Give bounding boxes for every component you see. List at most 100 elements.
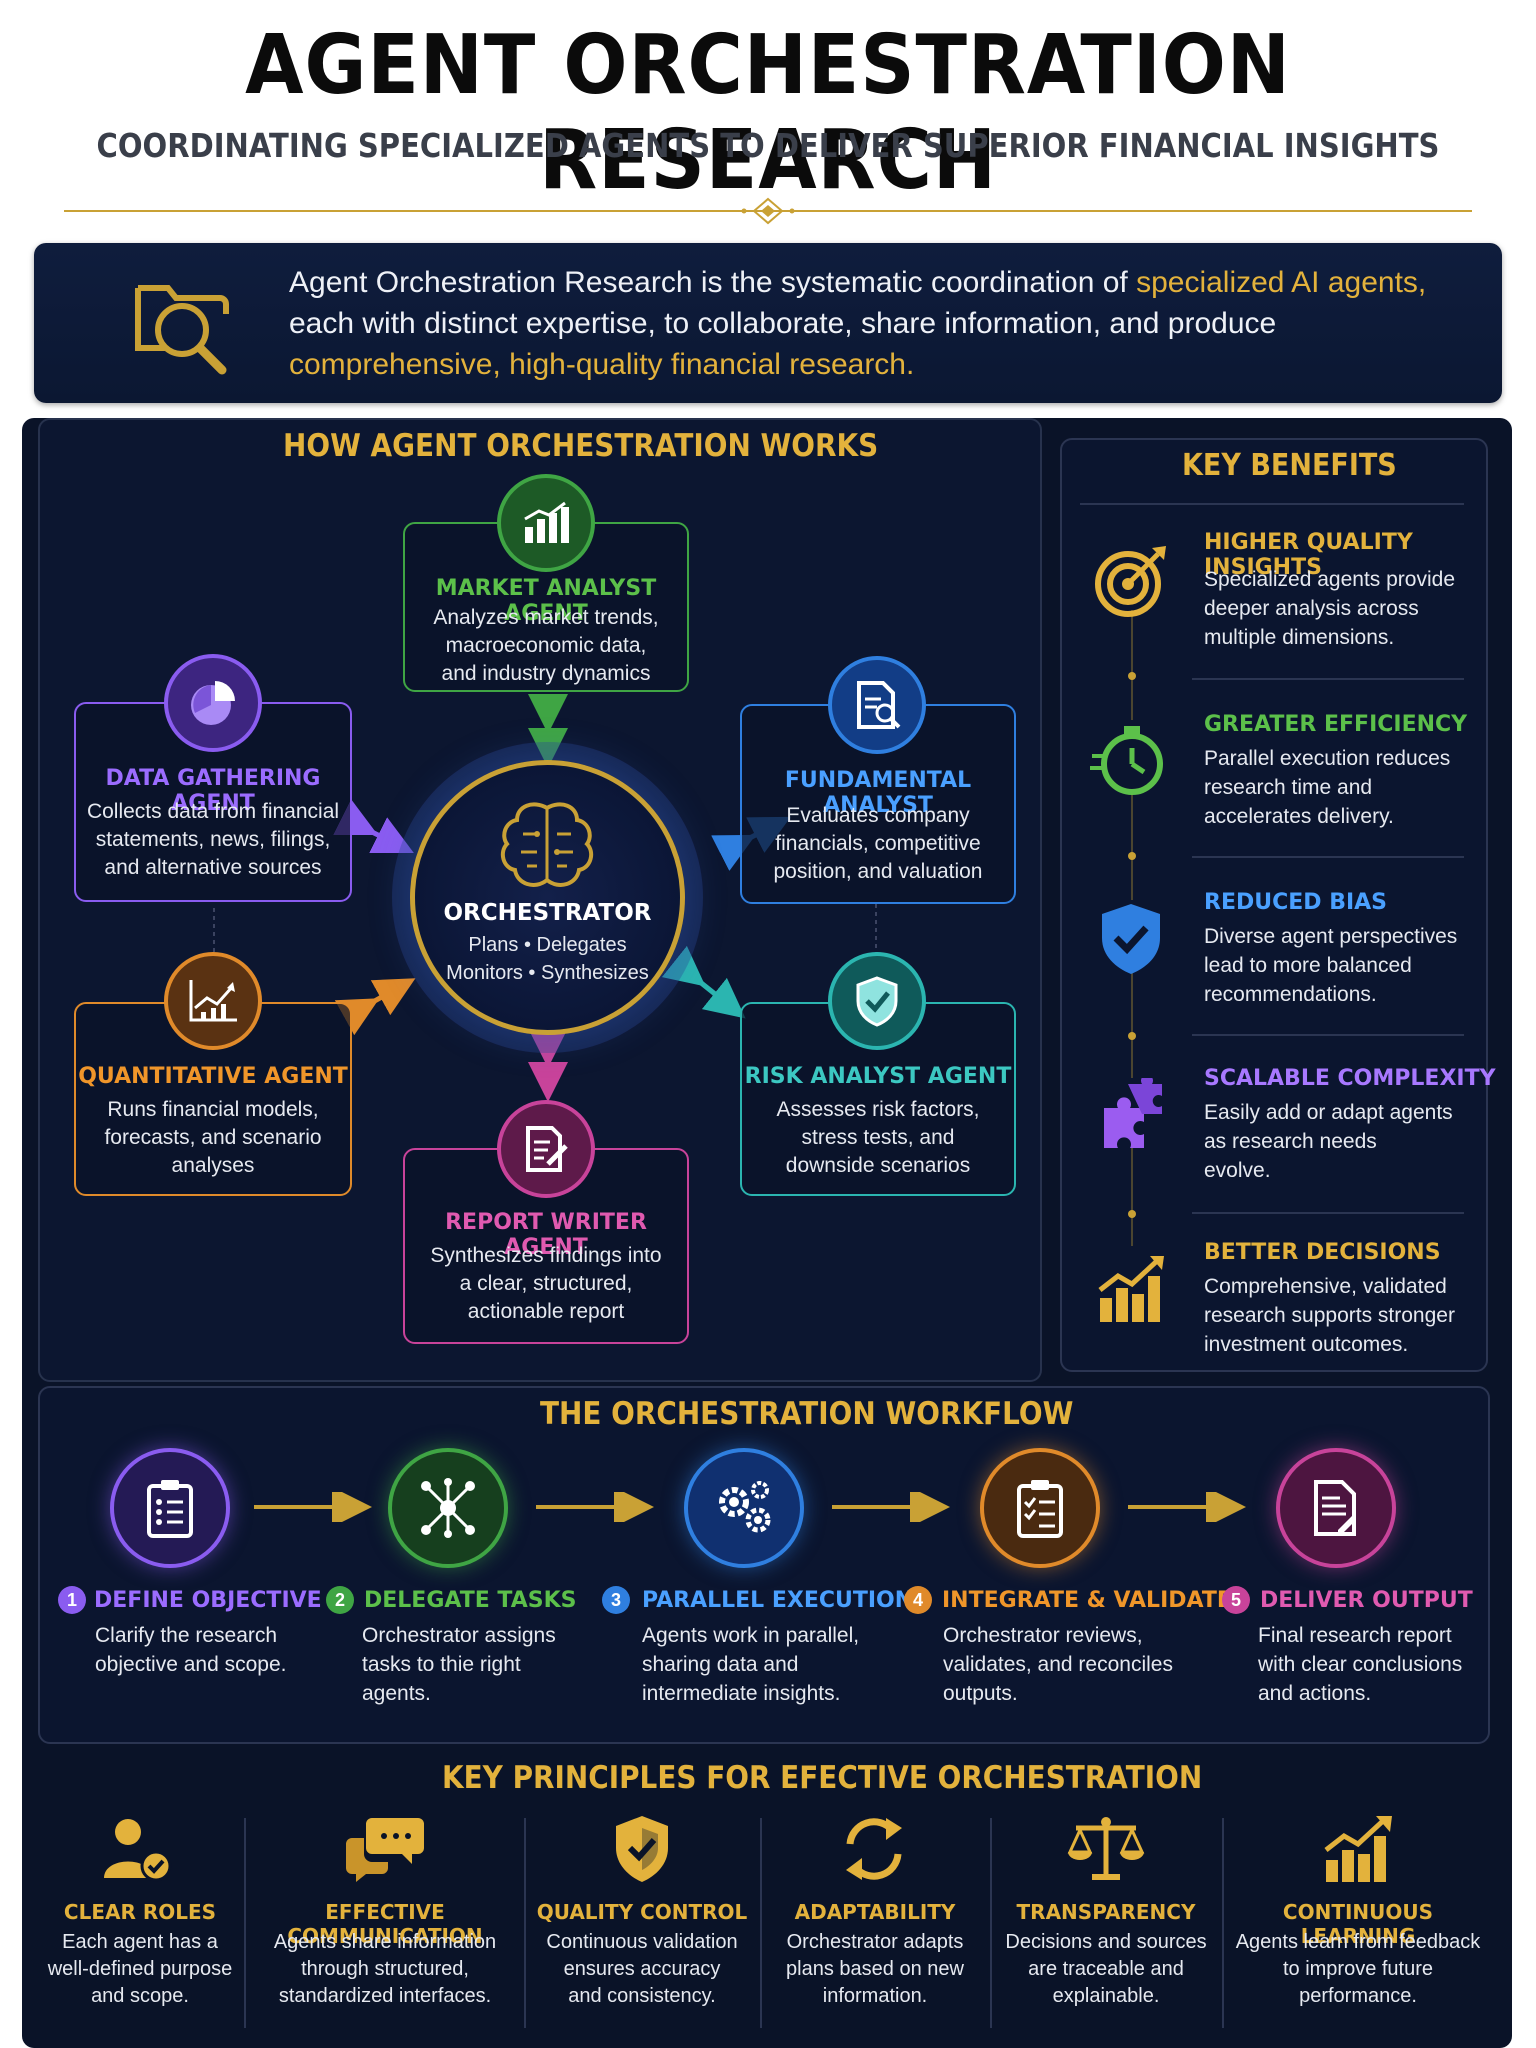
principle-desc-line: Orchestrator adapts <box>786 1931 964 1953</box>
orchestrator-hub <box>410 760 685 1035</box>
step-title: DEFINE OBJECTIVE <box>94 1588 322 1613</box>
agent-card-fundamental-analyst: FUNDAMENTAL ANALYST Evaluates company fi… <box>740 704 1016 904</box>
principle-desc-line: Continuous validation <box>546 1931 738 1953</box>
shield-check-icon <box>828 952 926 1050</box>
timeline-dot <box>1128 672 1136 680</box>
principles-title: KEY PRINCIPLES FOR EFECTIVE ORCHESTRATIO… <box>442 1760 1203 1796</box>
line-chart-icon <box>164 952 262 1050</box>
workflow-arrows <box>254 1492 1246 1522</box>
agent-name: DATA GATHERING AGENT <box>105 766 321 816</box>
benefit-desc-line: accelerates delivery. <box>1204 805 1394 828</box>
step-title: INTEGRATE & VALIDATE <box>942 1588 1232 1613</box>
principle-desc-line: to improve future <box>1282 1958 1434 1980</box>
benefit-desc-line: evolve. <box>1204 1159 1271 1182</box>
step-desc-line: outputs. <box>943 1682 1018 1705</box>
agent-desc-line: and industry dynamics <box>441 662 651 685</box>
divider <box>760 1818 762 2028</box>
timeline-line <box>1131 1146 1133 1246</box>
step-desc-line: Final research report <box>1258 1624 1452 1647</box>
principle-desc-line: ensures accuracy <box>563 1958 721 1980</box>
agent-desc-line: analyses <box>171 1154 255 1177</box>
checklist-icon <box>980 1448 1100 1568</box>
benefit-desc-line: Easily add or adapt agents <box>1204 1101 1453 1124</box>
intro-highlight2: comprehensive, high-quality financial re… <box>289 348 915 381</box>
benefit-desc-line: Comprehensive, validated <box>1204 1275 1447 1298</box>
pie-chart-icon <box>164 654 262 752</box>
user-check-icon <box>104 1819 172 1882</box>
step-number: 5 <box>1222 1586 1250 1614</box>
balance-scale-icon <box>1067 1817 1145 1880</box>
principle-desc-line: explainable. <box>1052 1985 1160 2007</box>
brain-icon <box>500 802 594 887</box>
principle-desc-line: plans based on new <box>786 1958 964 1980</box>
step-desc-line: tasks to thie right <box>362 1653 521 1676</box>
growth-chart-icon <box>1324 1816 1392 1882</box>
benefit-desc-line: Diverse agent perspectives <box>1204 925 1458 948</box>
divider <box>1192 1212 1464 1214</box>
page-subtitle: COORDINATING SPECIALIZED AGENTS TO DELIV… <box>96 126 1440 165</box>
agent-name: RISK ANALYST AGENT <box>744 1064 1012 1089</box>
agent-desc-line: Runs financial models, <box>107 1098 319 1121</box>
principle-desc-line: Each agent has a <box>62 1931 218 1953</box>
document-search-icon <box>828 656 926 754</box>
clipboard-list-icon <box>110 1448 230 1568</box>
agent-desc-line: position, and valuation <box>773 860 983 883</box>
report-pen-icon <box>497 1100 595 1198</box>
principle-desc-line: are traceable and <box>1028 1958 1184 1980</box>
divider <box>1192 678 1464 680</box>
target-icon <box>1095 546 1166 617</box>
principle-title: EFFECTIVE COMMUNICATION <box>287 1900 483 1948</box>
divider <box>990 1818 992 2028</box>
principle-desc-line: and scope. <box>91 1985 189 2007</box>
agent-desc-line: Collects data from financial <box>86 800 340 823</box>
benefit-title: HIGHER QUALITY INSIGHTS <box>1204 530 1413 580</box>
principle-title: TRANSPARENCY <box>1016 1900 1196 1924</box>
agent-desc-line: Analyzes market trends, <box>433 606 659 629</box>
agent-connectors <box>213 694 877 1102</box>
step-desc-line: validates, and reconciles <box>943 1653 1173 1676</box>
puzzle-icon <box>1104 1078 1162 1148</box>
agent-desc-line: actionable report <box>467 1300 625 1323</box>
benefit-desc-line: multiple dimensions. <box>1204 626 1395 649</box>
step-number: 1 <box>58 1586 86 1614</box>
agent-desc-line: Evaluates company <box>786 804 970 827</box>
step-desc-line: Orchestrator reviews, <box>943 1624 1143 1647</box>
timeline-dot <box>1128 1032 1136 1040</box>
intro-highlight1: specialized AI agents, <box>1136 266 1427 299</box>
step-desc-line: with clear conclusions <box>1258 1653 1463 1676</box>
principle-title: CONTINUOUS LEARNING <box>1282 1900 1434 1948</box>
step-desc-line: Clarify the research <box>95 1624 278 1647</box>
agent-desc-line: downside scenarios <box>785 1154 971 1177</box>
benefit-desc-line: research time and <box>1204 776 1373 799</box>
timeline-line <box>1131 610 1133 720</box>
principle-desc-line: Agents learn from feedback <box>1235 1931 1481 1953</box>
how-section-title: HOW AGENT ORCHESTRATION WORKS <box>283 428 879 464</box>
benefit-title: REDUCED BIAS <box>1204 890 1388 915</box>
agent-desc-line: Synthesizes findings into <box>430 1244 662 1267</box>
benefit-desc-line: investment outcomes. <box>1204 1333 1409 1356</box>
principle-title: QUALITY CONTROL <box>536 1900 748 1924</box>
shield-check-icon <box>616 1816 668 1882</box>
header-divider <box>64 197 1472 225</box>
orchestrator-line2: Monitors • Synthesizes <box>446 962 649 984</box>
agent-desc-line: statements, news, filings, <box>95 828 331 851</box>
agent-desc-line: a clear, structured, <box>459 1272 633 1295</box>
benefit-desc-line: Specialized agents provide <box>1204 568 1455 591</box>
principle-desc-line: Agents share information <box>273 1931 497 1953</box>
agent-name: MARKET ANALYST AGENT <box>435 576 657 626</box>
divider <box>1222 1818 1224 2028</box>
chat-bubbles-icon <box>346 1818 424 1882</box>
step-desc-line: sharing data and <box>642 1653 799 1676</box>
benefit-desc-line: research supports stronger <box>1204 1304 1455 1327</box>
step-number: 4 <box>904 1586 932 1614</box>
agent-name: FUNDAMENTAL ANALYST <box>784 768 972 818</box>
principle-title: ADAPTABILITY <box>794 1900 956 1924</box>
timeline-line <box>1131 790 1133 900</box>
agent-desc-line: macroeconomic data, <box>445 634 647 657</box>
divider <box>1192 1034 1464 1036</box>
divider <box>1192 856 1464 858</box>
principle-title: CLEAR ROLES <box>63 1900 217 1924</box>
step-desc-line: Orchestrator assigns <box>362 1624 556 1647</box>
agent-card-market-analyst: MARKET ANALYST AGENT Analyzes market tre… <box>403 522 689 692</box>
principle-desc-line: well-defined purpose <box>47 1958 233 1980</box>
